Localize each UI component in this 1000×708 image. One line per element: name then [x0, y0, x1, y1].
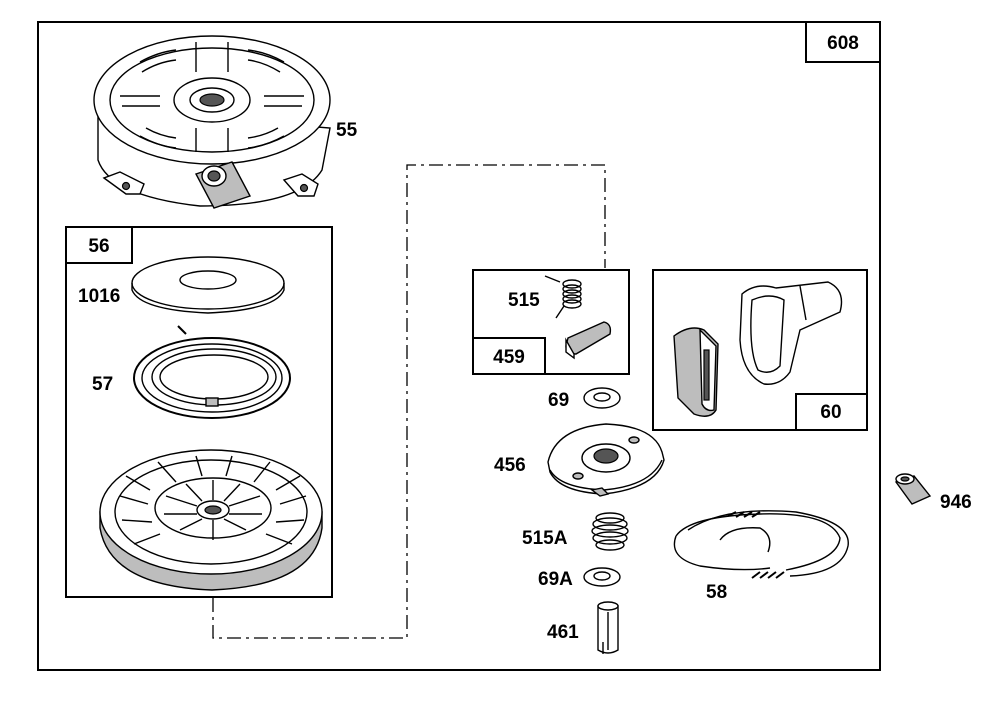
kit-459-label-box: 459	[472, 337, 546, 375]
part-57-spring	[133, 325, 291, 419]
part-1016-washer	[131, 256, 285, 314]
label-69A: 69A	[538, 569, 573, 590]
connector-line	[212, 164, 606, 639]
kit-459-box	[472, 269, 630, 375]
part-515-spring	[544, 275, 582, 319]
part-pulley	[99, 449, 323, 591]
outer-frame	[37, 21, 881, 671]
part-55-housing	[93, 35, 331, 209]
label-69: 69	[548, 390, 569, 411]
label-461: 461	[547, 622, 579, 643]
label-515: 515	[508, 290, 540, 311]
label-946: 946	[940, 492, 972, 513]
part-461-pin	[597, 601, 619, 654]
kit-60-label: 60	[820, 402, 841, 423]
kit-459-label: 459	[493, 347, 525, 368]
part-58-rope	[673, 510, 849, 579]
outer-label-box: 608	[805, 21, 881, 63]
kit-60-box	[652, 269, 868, 431]
part-515A-spring	[591, 512, 629, 551]
label-515A: 515A	[522, 528, 568, 549]
kit-60-label-box: 60	[795, 393, 868, 431]
kit-56-box	[65, 226, 333, 598]
label-456: 456	[494, 455, 526, 476]
part-69A-washer	[583, 567, 621, 587]
kit-56-label: 56	[88, 236, 109, 257]
part-459-pawl	[565, 321, 612, 360]
part-946-ferrule	[894, 473, 932, 505]
label-1016: 1016	[78, 286, 120, 307]
label-58: 58	[706, 582, 727, 603]
part-69-washer	[583, 387, 621, 409]
label-57: 57	[92, 374, 113, 395]
outer-label: 608	[827, 33, 859, 54]
part-456-retainer	[547, 423, 665, 497]
kit-56-label-box: 56	[65, 226, 133, 264]
label-55: 55	[336, 120, 358, 141]
part-60-handle	[673, 281, 843, 417]
